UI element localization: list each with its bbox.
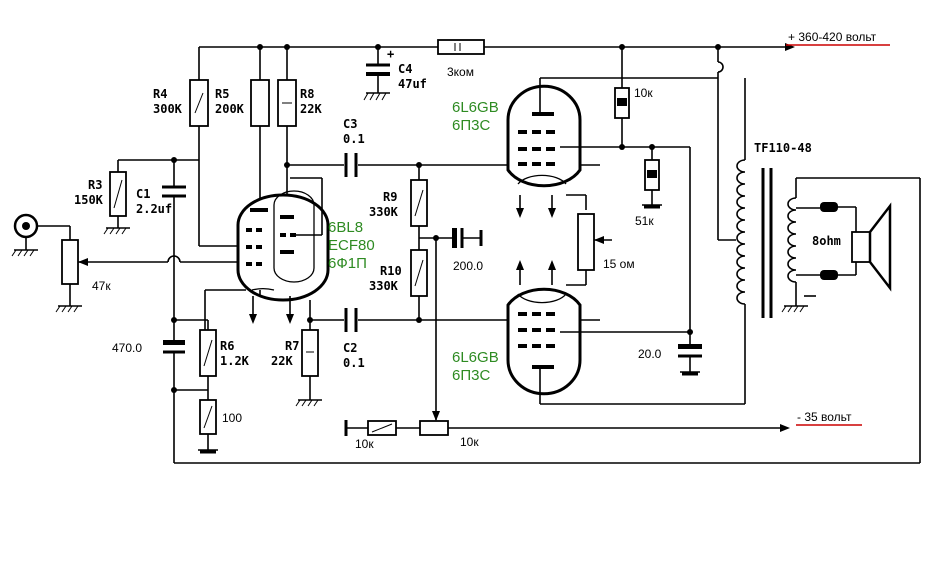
c3-value: 0.1 — [343, 132, 365, 146]
c4-value: 47uf — [398, 77, 427, 91]
output-transformer — [717, 47, 921, 463]
c1-label: C1 — [136, 187, 150, 201]
tube3-6l6gb-lower — [506, 260, 745, 405]
supply-rail — [199, 39, 795, 55]
r6-value: 1.2K — [220, 354, 250, 368]
input-pot-47k[interactable] — [55, 226, 246, 313]
input-jack[interactable] — [11, 213, 70, 257]
c-470-capacitor — [163, 319, 920, 464]
c-20-label: 20.0 — [638, 347, 662, 361]
c1-value: 2.2uf — [136, 202, 172, 216]
pot-10k-label: 10к — [460, 435, 479, 449]
r3-value: 150K — [74, 193, 104, 207]
r4-value: 300K — [153, 102, 183, 116]
r-100-label: 100 — [222, 411, 242, 425]
transformer-label: TF110-48 — [754, 141, 812, 155]
c-470-label: 470.0 — [112, 341, 142, 355]
r-10k-top-label: 10к — [634, 86, 653, 100]
r7-resistor — [295, 300, 344, 407]
r6-resistor — [199, 320, 217, 400]
speaker-label: 8ohm — [812, 234, 841, 248]
tube2-label-b: 6П3С — [452, 117, 490, 134]
r8-value: 22K — [300, 102, 322, 116]
r9-label: R9 — [383, 190, 397, 204]
r8-resistor — [277, 47, 344, 215]
r5-value: 200K — [215, 102, 245, 116]
pot-15-ohm[interactable] — [577, 213, 612, 271]
r5-label: R5 — [215, 87, 229, 101]
tube2-6l6gb-upper — [506, 77, 718, 218]
r9-resistor — [410, 165, 452, 420]
c4-plus: + — [387, 47, 394, 61]
tube1-label-a: 6BL8 — [328, 219, 363, 236]
tube1-6bl8 — [204, 177, 330, 330]
r5-resistor — [250, 47, 270, 208]
r7-value: 22K — [271, 354, 293, 368]
r10-value: 330K — [369, 279, 399, 293]
r10-resistor — [410, 249, 428, 320]
r-3k-label: 3ком — [447, 65, 474, 79]
speaker — [781, 202, 892, 313]
c4-capacitor — [363, 47, 390, 101]
c-200-capacitor — [452, 228, 483, 248]
bias-network[interactable] — [344, 411, 790, 436]
r4-resistor — [189, 47, 246, 247]
pot-47k-label: 47к — [92, 279, 111, 293]
r-10k-bias-label: 10к — [355, 437, 374, 451]
r3-resistor — [103, 157, 199, 235]
r-100-resistor — [198, 399, 218, 454]
tube3-label-b: 6П3С — [452, 367, 490, 384]
r-51k-label: 51к — [635, 214, 654, 228]
tube1-label-c: 6Ф1П — [328, 255, 367, 272]
supply-voltage-label: + 360-420 вольт — [788, 30, 877, 44]
c2-label: C2 — [343, 341, 357, 355]
tube1-label-b: ECF80 — [328, 237, 375, 254]
pot-15-label: 15 ом — [603, 257, 635, 271]
tube3-label-a: 6L6GB — [452, 349, 499, 366]
r7-label: R7 — [285, 339, 299, 353]
r10-label: R10 — [380, 264, 402, 278]
c3-label: C3 — [343, 117, 357, 131]
r9-value: 330K — [369, 205, 399, 219]
r8-label: R8 — [300, 87, 314, 101]
c1-capacitor — [162, 160, 186, 340]
c2-value: 0.1 — [343, 356, 365, 370]
r6-label: R6 — [220, 339, 234, 353]
r-51k — [642, 144, 662, 209]
r3-label: R3 — [88, 178, 102, 192]
c-20-capacitor — [678, 147, 702, 376]
c-200-label: 200.0 — [453, 259, 483, 273]
bias-voltage-label: - 35 вольт — [797, 410, 852, 424]
r4-label: R4 — [153, 87, 167, 101]
tube2-label-a: 6L6GB — [452, 99, 499, 116]
r-10k-top — [614, 47, 630, 147]
c4-label: C4 — [398, 62, 412, 76]
